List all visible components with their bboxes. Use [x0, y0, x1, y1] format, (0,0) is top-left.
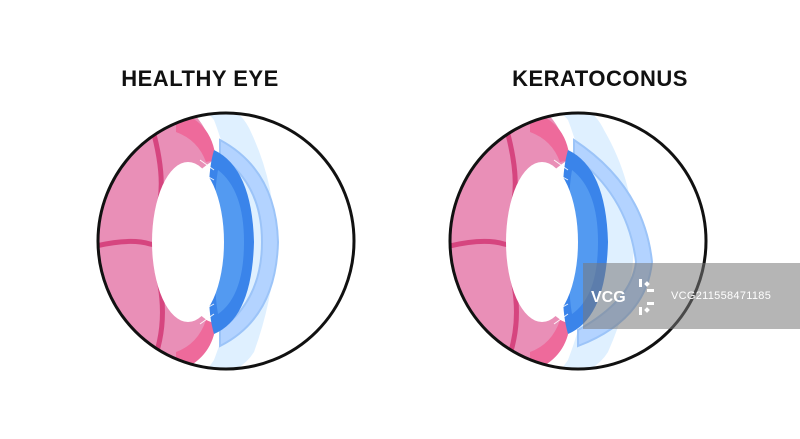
healthy-eye-diagram [96, 111, 356, 371]
ciliary-body [530, 113, 570, 162]
keratoconus-diagram [448, 111, 708, 371]
pupil-area [152, 162, 224, 322]
ciliary-body-lower [530, 320, 570, 369]
lens-core [215, 170, 244, 314]
healthy-eye-title: HEALTHY EYE [121, 66, 279, 91]
eye-outline [96, 111, 356, 371]
keratoconus-panel: KERATOCONUS [400, 0, 800, 439]
eye-outline [448, 111, 708, 371]
cornea [219, 138, 280, 348]
watermark-logo-text: VCG [591, 289, 626, 306]
healthy-eye-panel: HEALTHY EYE [96, 66, 356, 371]
pupil-area [506, 162, 578, 322]
burst-icon [639, 279, 654, 315]
keratoconus-title: KERATOCONUS [512, 66, 688, 91]
watermark-banner: VCG VCG211558471185 [583, 263, 800, 329]
watermark-id: VCG211558471185 [671, 290, 772, 302]
ciliary-body-lower [176, 320, 216, 369]
watermark-logo: VCG [591, 277, 654, 317]
ciliary-body [176, 113, 216, 162]
